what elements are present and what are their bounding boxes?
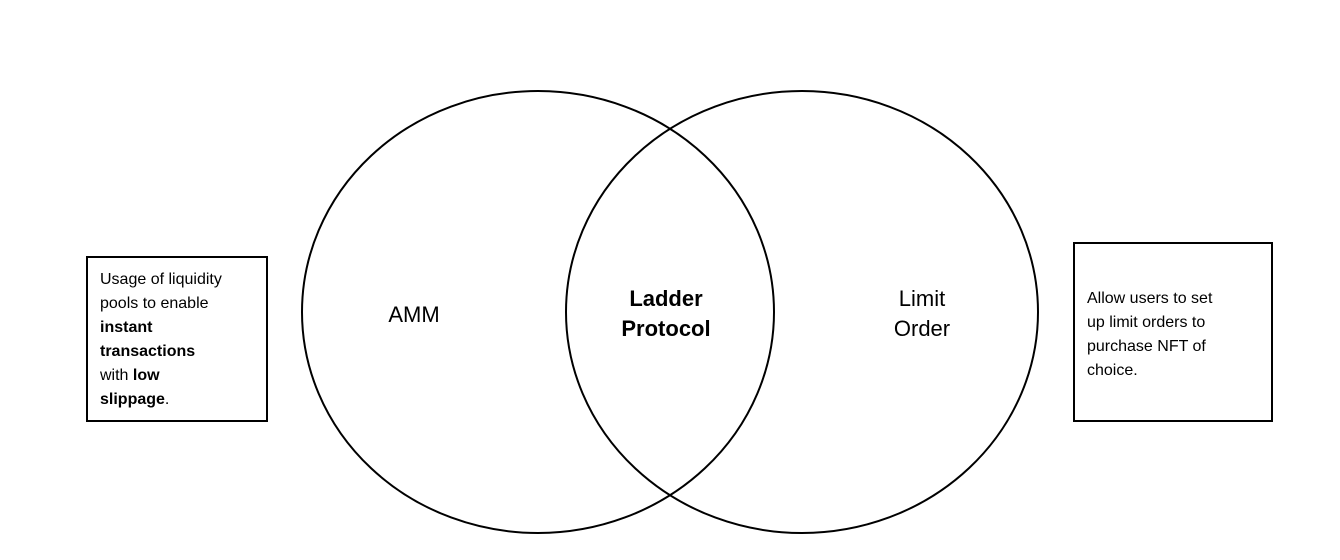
amm-description-box: Usage of liquidity pools to enable insta… [86, 256, 268, 422]
note-text: with [100, 367, 133, 384]
note-text-bold: low [132, 367, 160, 384]
note-line: choice. [1087, 362, 1138, 379]
note-line: pools to enable [100, 295, 209, 312]
note-text: . [164, 391, 170, 408]
note-line: Usage of liquidity [100, 271, 222, 288]
amm-label: AMM [388, 302, 440, 327]
note-line: up limit orders to [1087, 314, 1206, 331]
limit-order-label: Limit Order [862, 284, 982, 344]
limit-order-label-line: Limit [898, 286, 946, 311]
note-text-bold: slippage [100, 391, 165, 408]
note-line: slippage. [100, 388, 256, 412]
intersection-label-line: Ladder [629, 286, 703, 311]
ladder-protocol-label: Ladder Protocol [596, 284, 736, 344]
note-line-bold: instant [100, 319, 153, 336]
amm-circle [301, 90, 775, 534]
note-line: with low [100, 364, 256, 388]
intersection-label-line: Protocol [621, 316, 711, 341]
limit-order-circle [565, 90, 1039, 534]
note-line: Allow users to set [1087, 290, 1213, 307]
limit-order-description-box: Allow users to set up limit orders to pu… [1073, 242, 1273, 422]
note-line: purchase NFT of [1087, 338, 1206, 355]
limit-order-label-line: Order [893, 316, 951, 341]
note-line-bold: transactions [100, 343, 196, 360]
